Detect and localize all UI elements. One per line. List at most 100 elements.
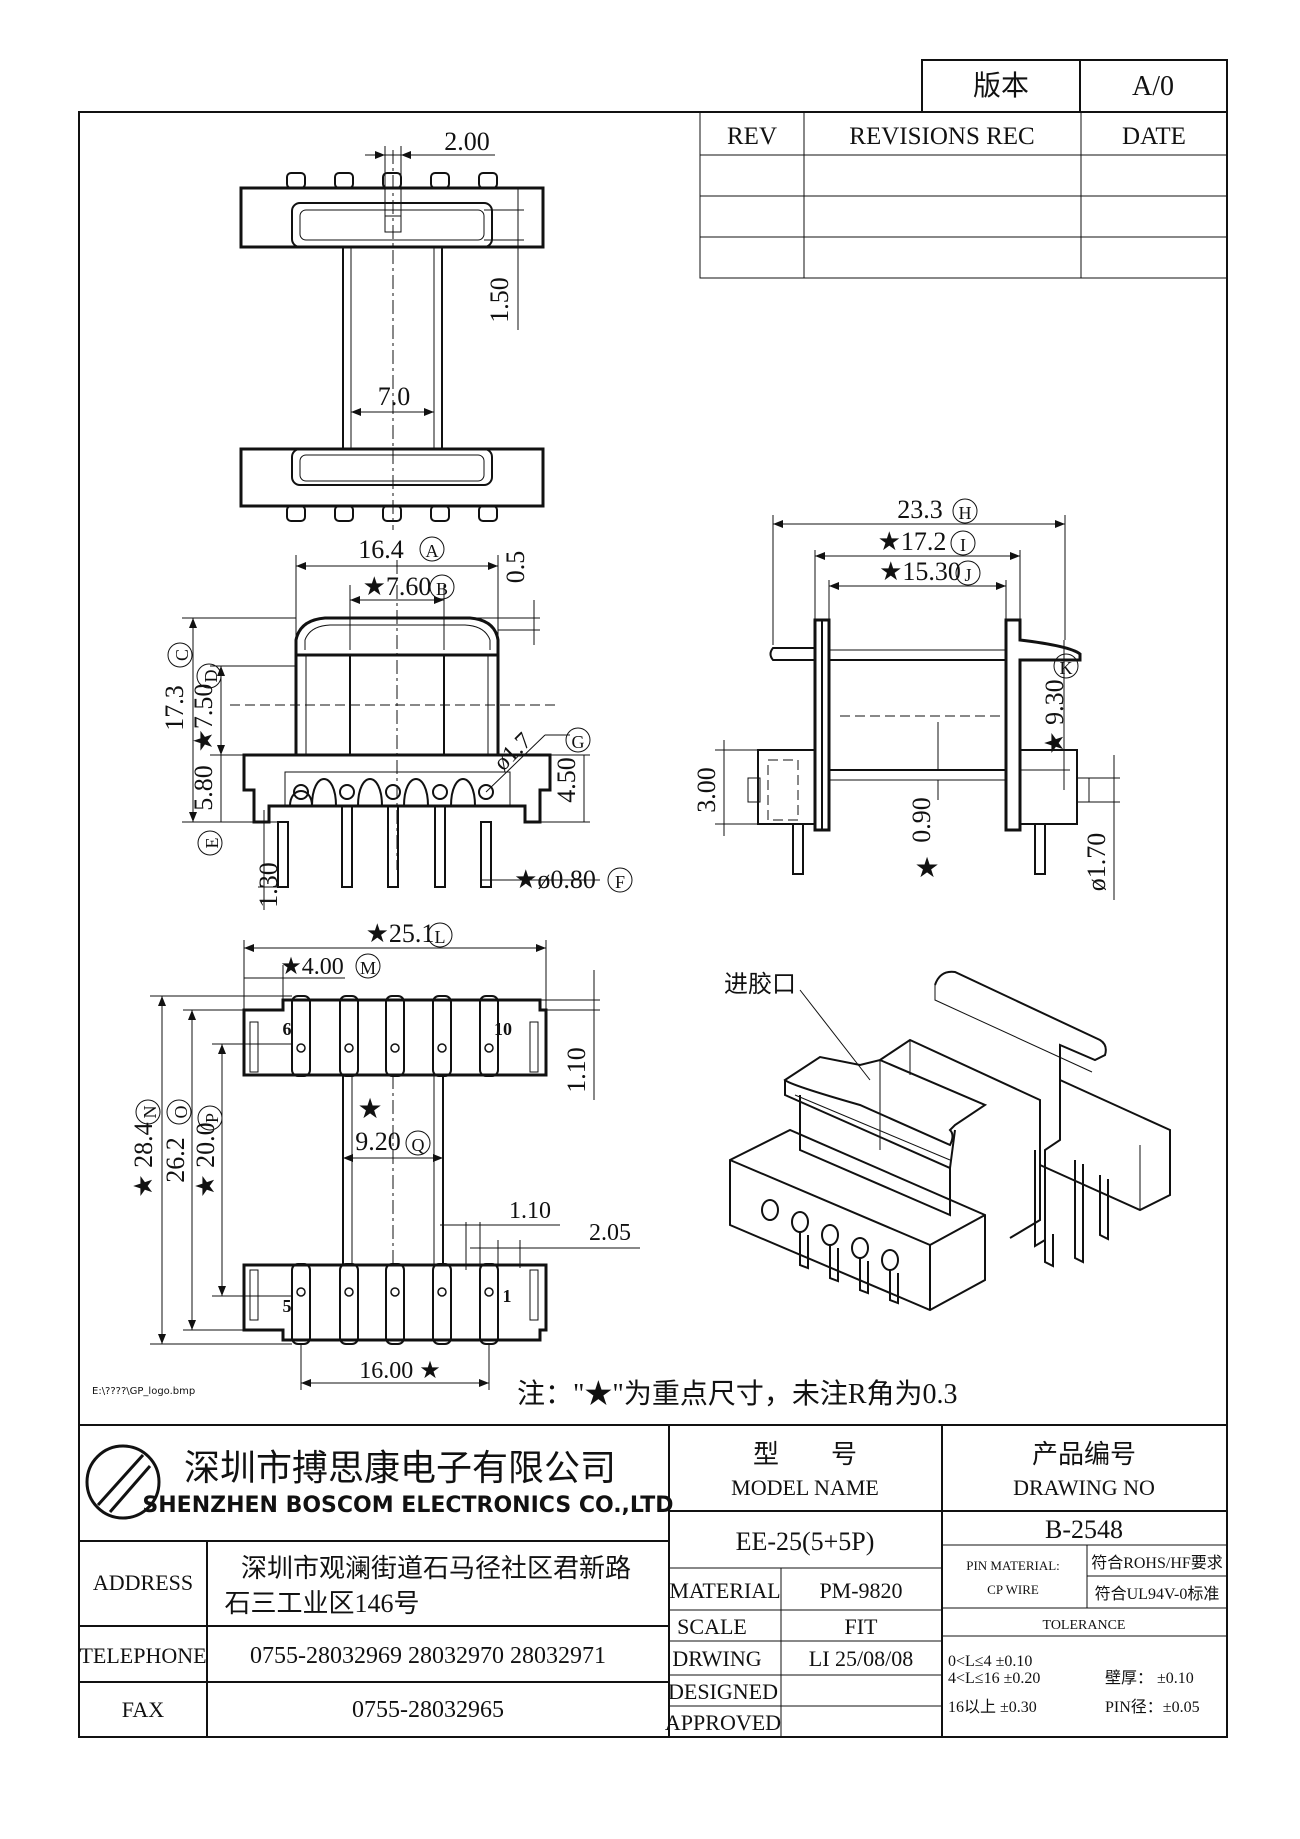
revision-table: REV REVISIONS REC DATE bbox=[699, 111, 1228, 279]
address-label: ADDRESS bbox=[93, 1570, 193, 1595]
title-block: 深圳市搏思康电子有限公司 SHENZHEN BOSCOM ELECTRONICS… bbox=[78, 1424, 1228, 1738]
pin-6-label: 6 bbox=[283, 1019, 292, 1039]
model-label-cn: 型 号 bbox=[753, 1440, 857, 1469]
tolerance-3: 16以上 ±0.30 bbox=[948, 1698, 1037, 1716]
model-value: EE-25(5+5P) bbox=[736, 1527, 875, 1556]
mark-i: I bbox=[960, 535, 966, 555]
mark-p: P bbox=[202, 1113, 222, 1123]
mark-n: N bbox=[140, 1106, 160, 1119]
logo-path: E:\????\GP_logo.bmp bbox=[92, 1386, 195, 1397]
dim-b: ★7.60 bbox=[363, 572, 432, 601]
mark-f: F bbox=[615, 872, 625, 892]
dim-c: 17.3 bbox=[160, 685, 189, 731]
pin-10-label: 10 bbox=[494, 1019, 512, 1039]
drwing-label: DRWING bbox=[672, 1646, 761, 1671]
dim-g-h: 4.50 bbox=[552, 757, 581, 803]
dim-flange: 3.00 bbox=[692, 767, 721, 813]
dim-f: ★ø0.80 bbox=[514, 865, 596, 894]
scale-value: FIT bbox=[845, 1614, 879, 1639]
pin-1-label: 1 bbox=[503, 1286, 512, 1306]
version-label: 版本 bbox=[973, 70, 1029, 102]
address-line2: 石三工业区146号 bbox=[224, 1589, 419, 1618]
side-view: 23.3 H ★17.2 I ★15.30 J K ★ 9.30 3.00 0 bbox=[692, 495, 1120, 900]
mark-m: M bbox=[360, 958, 376, 978]
dim-pitch: 16.00 ★ bbox=[359, 1358, 441, 1384]
dim-n: ★ 28.4 bbox=[129, 1122, 158, 1197]
designed-label: DESIGNED bbox=[668, 1679, 778, 1704]
material-value: PM-9820 bbox=[819, 1578, 902, 1603]
telephone-value: 0755-28032969 28032970 28032971 bbox=[250, 1643, 606, 1669]
dim-wall: 0.90 bbox=[907, 797, 936, 843]
dim-l: ★25.1 bbox=[366, 919, 435, 948]
top-view: 2.00 1.50 7.0 bbox=[239, 127, 545, 530]
mark-a: A bbox=[426, 541, 439, 561]
mark-d: D bbox=[201, 670, 221, 683]
dim-slot-h: 1.10 bbox=[562, 1047, 591, 1093]
ul-note: 符合UL94V-0标准 bbox=[1095, 1585, 1220, 1603]
company-logo bbox=[85, 1444, 161, 1520]
dim-slot-w2: 2.05 bbox=[589, 1220, 631, 1246]
scale-label: SCALE bbox=[677, 1614, 747, 1639]
dim-top-offset: 0.5 bbox=[501, 551, 530, 584]
revisions-rec-header: REVISIONS REC bbox=[849, 123, 1034, 150]
model-label-en: MODEL NAME bbox=[731, 1475, 879, 1500]
mark-c: C bbox=[172, 649, 192, 661]
fax-label: FAX bbox=[122, 1697, 164, 1722]
pin-tolerance: PIN径：±0.05 bbox=[1105, 1698, 1200, 1716]
mark-e: E bbox=[202, 838, 222, 849]
mark-o: O bbox=[171, 1106, 191, 1119]
dim-h: 23.3 bbox=[897, 495, 943, 524]
rohs-note: 符合ROHS/HF要求 bbox=[1091, 1554, 1223, 1572]
wall-star: ★ bbox=[914, 853, 939, 884]
telephone-label: TELEPHONE bbox=[79, 1643, 206, 1668]
drawing-no-label-cn: 产品编号 bbox=[1032, 1440, 1136, 1469]
tolerance-label: TOLERANCE bbox=[1043, 1618, 1126, 1633]
dim-top-gap: 2.00 bbox=[444, 127, 490, 156]
dim-i: ★17.2 bbox=[878, 527, 947, 556]
gate-label: 进胶口 bbox=[724, 971, 796, 998]
general-note: 注："★"为重点尺寸，未注R角为0.3 bbox=[517, 1378, 958, 1410]
mark-g: G bbox=[572, 732, 585, 752]
mark-h: H bbox=[959, 503, 972, 523]
isometric-view: 进胶口 bbox=[724, 970, 1171, 1312]
drawing-no-label-en: DRAWING NO bbox=[1013, 1475, 1155, 1500]
tolerance-2: 4<L≤16 ±0.20 bbox=[948, 1670, 1040, 1687]
pin-material-value: CP WIRE bbox=[987, 1582, 1039, 1597]
fax-value: 0755-28032965 bbox=[352, 1697, 504, 1723]
front-view: 16.4 A ★7.60 B 0.5 17.3 C ★7.50 D bbox=[160, 535, 633, 910]
pin-5-label: 5 bbox=[283, 1296, 292, 1316]
rev-header: REV bbox=[727, 123, 777, 150]
tolerance-1: 0<L≤4 ±0.10 bbox=[948, 1653, 1032, 1670]
dim-d: ★7.50 bbox=[189, 684, 218, 753]
date-header: DATE bbox=[1122, 123, 1186, 150]
mark-j: J bbox=[964, 565, 971, 585]
address-line1: 深圳市观澜街道石马径社区君新路 bbox=[241, 1554, 631, 1583]
dim-q: 9.20 bbox=[355, 1127, 401, 1156]
version-value: A/0 bbox=[1132, 71, 1174, 102]
dim-e: 5.80 bbox=[189, 765, 218, 811]
drwing-value: LI 25/08/08 bbox=[809, 1646, 914, 1671]
dim-o: 26.2 bbox=[161, 1137, 190, 1183]
material-label: MATERIAL bbox=[669, 1578, 780, 1603]
dim-a: 16.4 bbox=[358, 535, 404, 564]
drawing-no-value: B-2548 bbox=[1045, 1515, 1123, 1544]
dim-g-dia: ø1.7 bbox=[489, 728, 537, 776]
pin-material-label: PIN MATERIAL: bbox=[966, 1558, 1060, 1573]
mark-b: B bbox=[436, 579, 448, 599]
company-name-cn: 深圳市搏思康电子有限公司 bbox=[184, 1448, 616, 1488]
dim-top-height: 1.50 bbox=[485, 277, 514, 323]
mark-k: K bbox=[1060, 658, 1073, 678]
dim-k: ★ 9.30 bbox=[1040, 679, 1069, 754]
bottom-view: 6 10 ★ 5 1 ★25.1 L ★ bbox=[129, 919, 640, 1390]
dim-p: ★ 20.0 bbox=[191, 1122, 220, 1197]
bottom-star: ★ bbox=[357, 1094, 382, 1125]
mark-l: L bbox=[435, 927, 446, 947]
dim-j: ★15.30 bbox=[879, 557, 961, 586]
dim-pin-dia: ø1.70 bbox=[1082, 833, 1111, 892]
version-box bbox=[921, 59, 1228, 113]
dim-top-width: 7.0 bbox=[378, 382, 411, 411]
dim-pin-len: 1.30 bbox=[254, 862, 283, 908]
company-name-en: SHENZHEN BOSCOM ELECTRONICS CO.,LTD bbox=[142, 1493, 673, 1518]
